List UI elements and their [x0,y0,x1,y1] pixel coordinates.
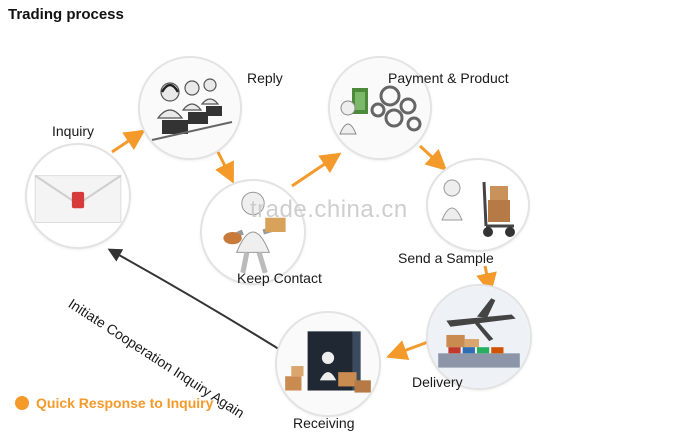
step-label-reply: Reply [247,70,283,86]
envelope-icon [34,174,122,224]
step-label-delivery: Delivery [412,374,463,390]
step-node-delivery [428,286,530,388]
legend-text: Quick Response to Inquiry [36,395,214,411]
step-node-payment-product [330,58,430,158]
container-boxes-icon [277,313,379,415]
page-title: Trading process [8,6,124,23]
step-node-send-sample [428,160,528,250]
step-label-inquiry: Inquiry [52,123,95,139]
arrow-delivery-receiving [386,340,429,361]
step-label-receiving: Receiving [293,415,355,431]
arrow-receiving-inquiry [107,248,291,357]
watermark: trade.china.cn [250,196,408,223]
legend-dot [15,396,29,410]
step-label-keep-contact: Keep Contact [237,270,322,286]
step-node-inquiry [27,145,129,247]
step-node-reply [140,58,240,158]
arrow-reply-keepcontact [215,151,234,184]
step-node-keep-contact [202,181,304,283]
airplane-cargo-icon [428,286,530,388]
gears-money-icon [330,58,430,158]
arrow-keepcontact-payment [291,152,342,188]
hand-truck-icon [441,179,515,237]
call-center-icon [140,58,240,158]
handshake-figure-icon [223,191,286,274]
step-label-payment-product: Payment & Product [388,70,509,86]
step-node-receiving [277,313,379,415]
step-label-send-sample: Send a Sample [398,250,494,266]
arrow-sample-delivery [476,265,497,295]
arrow-payment-sample [418,144,448,171]
arrow-inquiry-reply [111,129,146,154]
